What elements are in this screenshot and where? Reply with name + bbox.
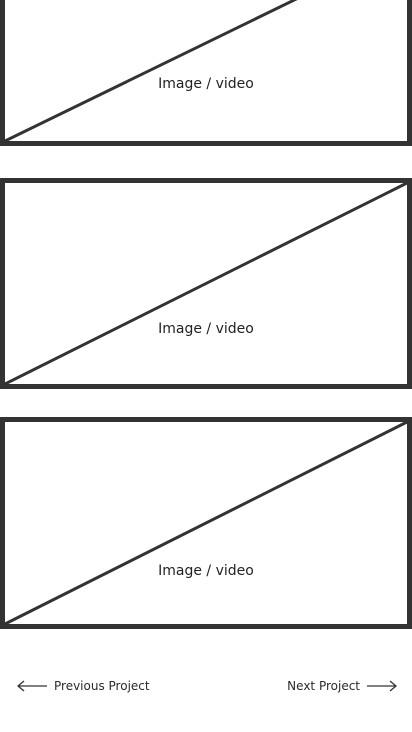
media-placeholder-1: Image / video (0, 0, 412, 146)
arrow-right-icon (367, 680, 398, 692)
media-label: Image / video (158, 563, 254, 579)
next-project-link[interactable]: Next Project (287, 676, 398, 696)
media-placeholder-2: Image / video (0, 178, 412, 389)
next-project-label: Next Project (287, 679, 360, 693)
placeholder-diagonal-icon (4, 420, 408, 626)
media-placeholder-3: Image / video (0, 417, 412, 629)
media-label: Image / video (158, 76, 254, 92)
previous-project-link[interactable]: Previous Project (16, 676, 150, 696)
placeholder-diagonal-icon (4, 181, 408, 386)
media-label: Image / video (158, 321, 254, 337)
previous-project-label: Previous Project (54, 679, 150, 693)
arrow-left-icon (16, 680, 47, 692)
placeholder-diagonal-icon (4, 0, 298, 143)
